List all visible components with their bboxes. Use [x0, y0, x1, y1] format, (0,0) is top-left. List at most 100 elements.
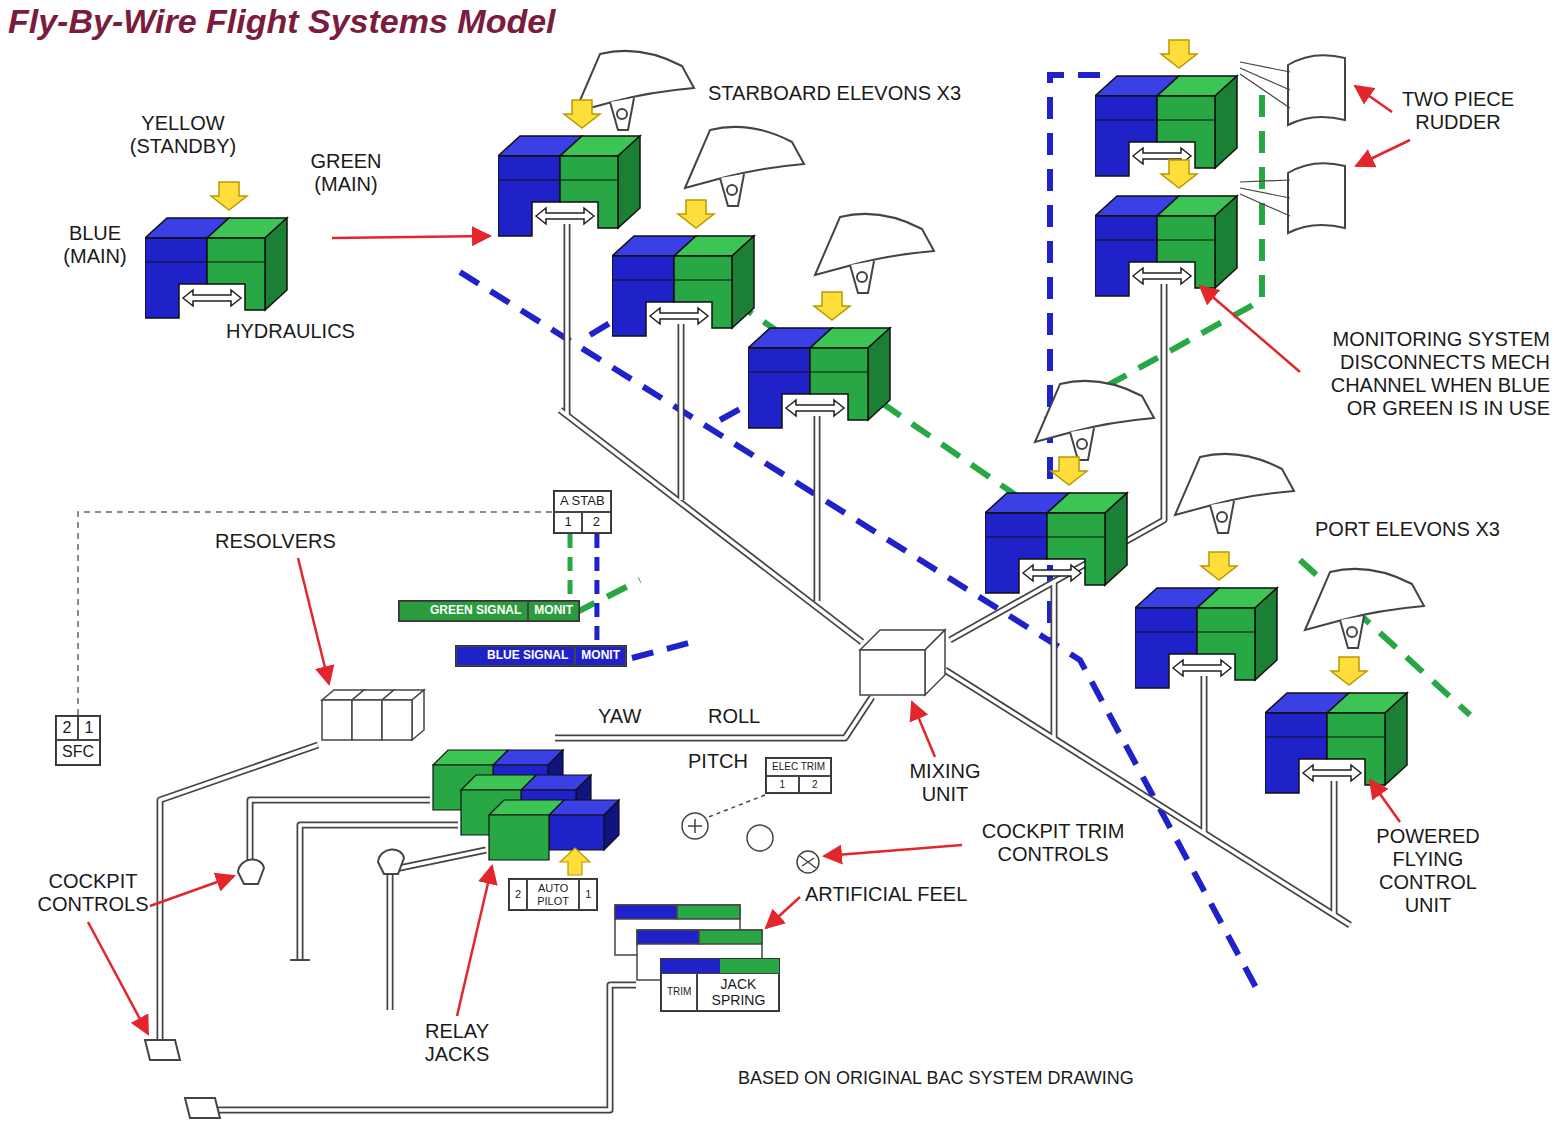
signal-connector — [594, 534, 599, 645]
callout-label: PORT ELEVONS X3 — [1315, 518, 1500, 541]
leader-arrow — [298, 558, 329, 684]
rudder-surface — [1288, 163, 1345, 233]
mechanical-channel-outline — [564, 224, 571, 415]
box-text: 1 — [554, 512, 582, 533]
system-box: GREEN SIGNALMONIT — [398, 600, 580, 622]
trim-control — [688, 819, 702, 833]
mechanical-channel — [1052, 581, 1056, 739]
callout-label: BLUE (MAIN) — [52, 222, 138, 268]
powered-flying-control-unit — [748, 292, 890, 428]
callout-label: COCKPIT TRIM CONTROLS — [968, 820, 1138, 866]
elevon-surface — [815, 214, 934, 293]
box-text: 2 — [799, 776, 832, 794]
mechanical-channel — [950, 284, 1164, 640]
system-box: 21SFC — [55, 715, 101, 766]
mixing-unit — [860, 650, 925, 695]
elevon-surface — [1035, 381, 1154, 460]
box-text: 2 — [582, 512, 610, 533]
box-text: GREEN SIGNAL — [399, 601, 528, 621]
mechanical-channel — [300, 825, 458, 960]
relay-jack — [433, 750, 508, 765]
resolver — [412, 690, 424, 740]
box-text: 1 — [78, 716, 100, 740]
green-hydraulic-line — [575, 580, 640, 613]
callout-label: PITCH — [688, 750, 748, 773]
system-box: TRIMJACK SPRING — [660, 958, 780, 1012]
leader-arrow — [332, 236, 490, 238]
powered-flying-control-unit — [1135, 552, 1277, 688]
artificial-feel-unit — [699, 930, 762, 944]
rudder-surface — [1240, 55, 1345, 233]
leader-arrow — [1355, 86, 1392, 112]
resolver — [322, 700, 352, 740]
mechanical-channel-outline — [814, 416, 821, 601]
box-text: JACK SPRING — [697, 973, 779, 1011]
mechanical-channel-outline — [555, 697, 872, 738]
powered-flying-control-unit — [612, 200, 754, 336]
artificial-feel-unit — [677, 905, 740, 919]
box-text: AUTO PILOT — [527, 879, 579, 910]
relay-jack — [489, 800, 564, 815]
box-text: 2 — [56, 716, 78, 740]
elevon-surface — [575, 51, 1424, 648]
leader-arrow — [824, 845, 962, 856]
signal-connector — [568, 534, 573, 600]
cockpit-control — [290, 959, 310, 961]
drawing-credit: BASED ON ORIGINAL BAC SYSTEM DRAWING — [738, 1068, 1134, 1089]
artificial-feel-unit — [615, 905, 677, 919]
callout-label: MIXING UNIT — [895, 760, 995, 806]
powered-flying-control-unit — [1265, 657, 1407, 793]
trim-control — [682, 813, 708, 839]
mechanical-channel — [200, 985, 636, 1110]
powered-flying-control-unit — [1095, 40, 1237, 176]
cockpit-control — [145, 1040, 180, 1060]
mechanical-channel-outline — [160, 224, 1350, 1110]
box-text: A STAB — [554, 491, 611, 512]
mechanical-channel — [1332, 781, 1336, 915]
diagram-title: Fly-By-Wire Flight Systems Model — [8, 2, 556, 41]
callout-label: YAW — [598, 705, 641, 728]
trim-control — [800, 856, 816, 868]
mechanical-channel-outline — [678, 324, 685, 500]
mechanical-channel — [1202, 676, 1206, 833]
callout-label: TWO PIECE RUDDER — [1388, 88, 1528, 134]
trim-control — [682, 795, 819, 873]
resolver — [382, 700, 412, 740]
callout-label: MONITORING SYSTEM DISCONNECTS MECH CHANN… — [1305, 328, 1550, 420]
blue-hydraulic-line — [632, 640, 700, 658]
leader-arrow — [88, 86, 1410, 1034]
leader-arrow — [1370, 780, 1400, 822]
mechanical-channel — [160, 745, 318, 1050]
callout-label: RESOLVERS — [215, 530, 336, 553]
callout-label: HYDRAULICS — [226, 320, 355, 343]
callout-label: ROLL — [708, 705, 760, 728]
leader-arrow — [912, 702, 935, 757]
leader-arrow — [766, 897, 800, 928]
powered-flying-control-unit — [498, 100, 640, 236]
system-box: ELEC TRIM12 — [765, 757, 832, 794]
trim-control — [797, 851, 819, 873]
mechanical-channel-outline — [200, 985, 636, 1110]
cockpit-control — [145, 849, 404, 1118]
callout-label: RELAY JACKS — [412, 1020, 502, 1066]
signal-connector — [78, 512, 553, 715]
mechanical-channel-outline — [1331, 781, 1338, 915]
mixing-unit — [925, 630, 945, 695]
resolver — [352, 700, 382, 740]
box-text: 1 — [766, 776, 799, 794]
leader-arrow — [457, 866, 492, 1016]
blue-hydraulic-line — [460, 75, 1260, 995]
callout-label: ARTIFICIAL FEEL — [805, 883, 967, 906]
elevon-surface — [685, 127, 804, 206]
powered-flying-control-unit — [145, 182, 287, 318]
mechanical-channel — [565, 224, 569, 415]
box-text: 1 — [579, 879, 597, 910]
mechanical-channel — [555, 697, 872, 738]
powered-flying-control-unit — [1095, 160, 1237, 296]
cockpit-control — [378, 849, 404, 874]
leader-arrow — [150, 876, 234, 906]
resolver — [322, 690, 424, 740]
relay-jack — [560, 848, 590, 875]
